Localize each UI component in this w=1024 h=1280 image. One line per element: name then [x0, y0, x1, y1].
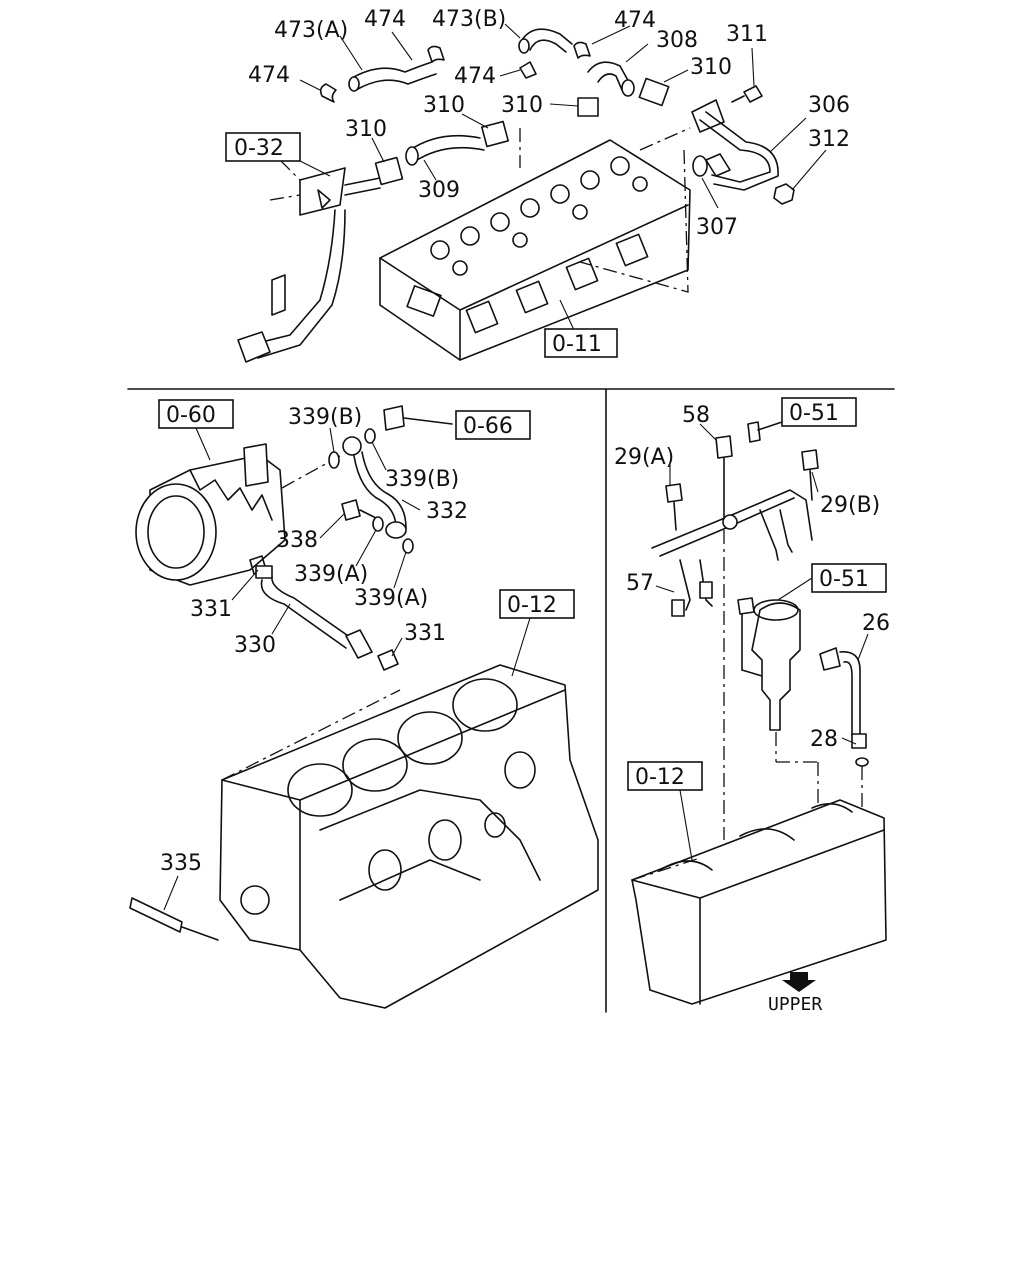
- label-339a-mid: 339(A): [294, 562, 368, 587]
- clips-474: [319, 41, 591, 103]
- label-307: 307: [696, 215, 738, 240]
- bypass-pipe-left: [237, 159, 381, 363]
- ref-012-right: 0-12: [635, 765, 685, 790]
- ref-012-left: 0-12: [507, 593, 557, 618]
- cylinder-head-assembly: [379, 127, 691, 361]
- label-309: 309: [418, 178, 460, 203]
- section-dividers: [127, 388, 895, 1013]
- clamp-310-right: [638, 77, 670, 107]
- injector-assembly: [651, 421, 869, 848]
- label-28: 28: [810, 727, 838, 752]
- label-29a: 29(A): [614, 445, 674, 470]
- block-section-lower: [631, 799, 887, 1005]
- label-26: 26: [862, 611, 890, 636]
- bolt-311: [731, 85, 763, 103]
- refs-left: 0-60 0-66 0-12: [158, 399, 575, 619]
- label-310-right: 310: [690, 55, 732, 80]
- ref-box-051-top: [781, 397, 857, 427]
- label-335: 335: [160, 851, 202, 876]
- pipe-306: [691, 99, 779, 191]
- pipe-332: [342, 436, 407, 539]
- clamp-310-mid: [480, 120, 510, 148]
- ref-051-mid: 0-51: [819, 567, 869, 592]
- ref-box-012-left: [499, 589, 575, 619]
- ref-box-066: [455, 410, 531, 440]
- label-57: 57: [626, 571, 654, 596]
- label-29b: 29(B): [820, 493, 880, 518]
- label-332: 332: [426, 499, 468, 524]
- label-474-top: 474: [364, 7, 406, 32]
- label-338: 338: [276, 528, 318, 553]
- ref-box-060: [158, 399, 234, 429]
- head-ports: [406, 233, 649, 334]
- upper-arrow: [782, 972, 816, 992]
- washers-339: [328, 428, 414, 554]
- leaders-left: [163, 427, 531, 911]
- label-331-right: 331: [404, 621, 446, 646]
- label-310-left: 310: [345, 117, 387, 142]
- clamp-310-upper: [577, 97, 599, 117]
- clamp-310-left: [374, 156, 404, 186]
- bolt-338: [341, 499, 381, 521]
- label-312: 312: [808, 127, 850, 152]
- ref-066: 0-66: [463, 414, 513, 439]
- label-474-right: 474: [614, 8, 656, 33]
- refs-top: 0-32 0-11: [225, 132, 618, 358]
- label-310-upper: 310: [501, 93, 543, 118]
- pipe-308: [587, 61, 635, 97]
- ref-051-top: 0-51: [789, 401, 839, 426]
- bolt-066: [383, 405, 453, 431]
- label-339a-low: 339(A): [354, 586, 428, 611]
- hose-473b: [518, 28, 573, 54]
- label-311: 311: [726, 22, 768, 47]
- ref-060: 0-60: [166, 403, 216, 428]
- label-331-left: 331: [190, 597, 232, 622]
- hose-473a: [348, 61, 437, 92]
- label-474-mid: 474: [454, 64, 496, 89]
- label-58: 58: [682, 403, 710, 428]
- label-473b: 473(B): [432, 7, 506, 32]
- label-upper: UPPER: [768, 994, 822, 1015]
- refs-right: 0-51 0-51 0-12: [627, 397, 887, 791]
- valve-bosses: [430, 156, 648, 276]
- label-308: 308: [656, 28, 698, 53]
- label-306: 306: [808, 93, 850, 118]
- ref-box-032: [225, 132, 301, 162]
- stud-335: [129, 897, 219, 941]
- nut-312: [773, 183, 795, 205]
- label-330: 330: [234, 633, 276, 658]
- ref-box-051-mid: [811, 563, 887, 593]
- ref-032: 0-32: [234, 136, 284, 161]
- label-339b-top: 339(B): [288, 405, 362, 430]
- ref-box-011: [544, 328, 618, 358]
- hose-309: [405, 134, 485, 166]
- labels-left: 339(B) 339(B) 332 338 339(A) 339(A) 331 …: [160, 405, 468, 876]
- label-310-mid: 310: [423, 93, 465, 118]
- alternator: [135, 443, 341, 586]
- o-ring-307: [692, 155, 708, 177]
- label-474-left: 474: [248, 63, 290, 88]
- ref-011: 0-11: [552, 332, 602, 357]
- ref-box-012-right: [627, 761, 703, 791]
- leaders-top: [297, 23, 827, 331]
- label-473a: 473(A): [274, 18, 348, 43]
- cylinder-block: [219, 664, 599, 1009]
- hose-330: [255, 565, 399, 671]
- labels-top: 473(A) 474 473(B) 474 474 474 308 311 31…: [248, 7, 850, 240]
- leaders-right: [655, 423, 869, 861]
- labels-right: 58 29(A) 29(B) 57 26 28 UPPER: [614, 403, 890, 1015]
- label-339b-mid: 339(B): [385, 467, 459, 492]
